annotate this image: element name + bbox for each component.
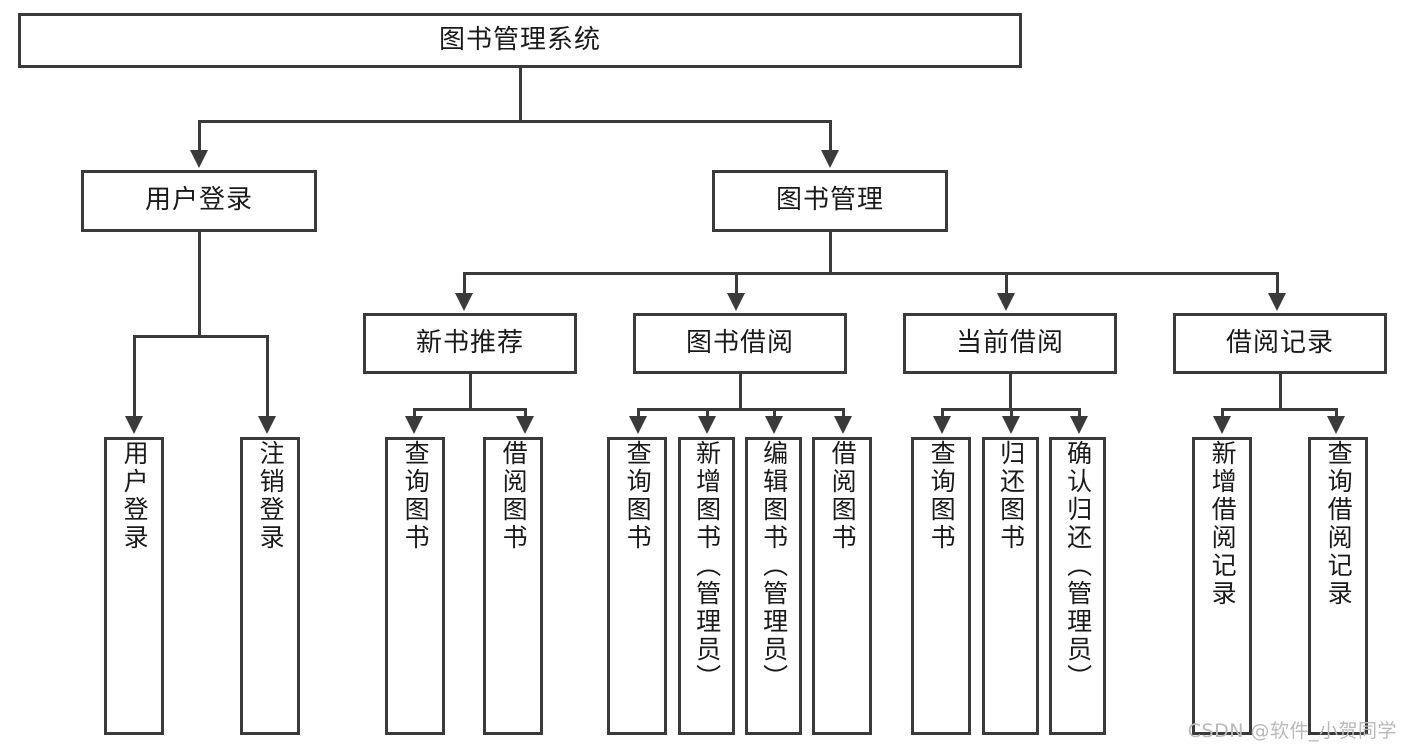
connector-book-management-branch-1 <box>463 272 466 296</box>
connector-user-login-branch-1 <box>133 335 136 419</box>
leaf-borrow-book[interactable]: 借阅图书 <box>812 437 872 735</box>
connector-borrow-record-bus <box>1221 408 1338 411</box>
arrowhead-book-borrow-branch-3 <box>765 416 783 434</box>
leaf-add-borrow-record[interactable]: 新增借阅记录 <box>1192 437 1252 735</box>
connector-current-borrow-stem <box>1009 374 1012 408</box>
node-label: 查询借阅记录 <box>1324 440 1354 608</box>
node-label: 新增图书（管理员） <box>692 440 722 692</box>
node-user-login[interactable]: 用户登录 <box>81 170 317 232</box>
arrowhead-book-borrow-branch-4 <box>834 416 852 434</box>
node-book-borrow[interactable]: 图书借阅 <box>633 313 847 374</box>
connector-borrow-record-branch-1 <box>1221 408 1224 419</box>
connector-book-borrow-stem <box>739 374 742 408</box>
connector-new-book-branch-2 <box>524 408 527 419</box>
connector-user-login-stem <box>198 232 201 335</box>
connector-borrow-record-stem <box>1279 374 1282 408</box>
arrowhead-current-borrow-branch-3 <box>1070 416 1088 434</box>
leaf-query-book-borrow[interactable]: 查询图书 <box>607 437 667 735</box>
node-root-book-management-system[interactable]: 图书管理系统 <box>18 13 1022 68</box>
connector-user-login-bus <box>133 335 266 338</box>
arrowhead-root-to-user-login <box>190 150 208 168</box>
connector-book-borrow-branch-1 <box>637 408 640 419</box>
leaf-logout[interactable]: 注销登录 <box>240 437 300 735</box>
arrowhead-book-management-branch-4 <box>1268 293 1286 311</box>
arrowhead-book-management-branch-2 <box>727 293 745 311</box>
node-label: 查询图书 <box>401 440 431 552</box>
connector-book-borrow-branch-3 <box>773 408 776 419</box>
node-label: 借阅记录 <box>1225 327 1334 358</box>
node-label: 新增借阅记录 <box>1208 440 1238 608</box>
arrowhead-borrow-record-branch-2 <box>1327 416 1345 434</box>
node-label: 用户登录 <box>144 185 253 216</box>
connector-book-borrow-branch-4 <box>842 408 845 419</box>
watermark-text: CSDN @软件_小贺同学 <box>1187 720 1397 742</box>
connector-book-management-branch-2 <box>735 272 738 296</box>
node-label: 借阅图书 <box>499 440 529 552</box>
node-label: 图书管理系统 <box>438 24 601 55</box>
arrowhead-book-borrow-branch-1 <box>629 416 647 434</box>
node-label: 编辑图书（管理员） <box>759 440 789 692</box>
leaf-edit-book-admin[interactable]: 编辑图书（管理员） <box>745 437 802 735</box>
node-label: 查询图书 <box>927 440 957 552</box>
leaf-return-book[interactable]: 归还图书 <box>982 437 1039 735</box>
leaf-query-book-current[interactable]: 查询图书 <box>911 437 971 735</box>
leaf-user-login[interactable]: 用户登录 <box>104 437 164 735</box>
arrowhead-new-book-branch-1 <box>405 416 423 434</box>
leaf-query-book-recommend[interactable]: 查询图书 <box>385 437 445 735</box>
arrowhead-book-management-branch-1 <box>455 293 473 311</box>
connector-book-management-branch-4 <box>1276 272 1279 296</box>
node-label: 用户登录 <box>120 440 150 552</box>
leaf-confirm-return-admin[interactable]: 确认归还（管理员） <box>1049 437 1106 735</box>
arrowhead-user-login-branch-1 <box>125 416 143 434</box>
arrowhead-root-to-book-management <box>821 150 839 168</box>
arrowhead-current-borrow-branch-1 <box>933 416 951 434</box>
leaf-add-book-admin[interactable]: 新增图书（管理员） <box>678 437 735 735</box>
node-label: 查询图书 <box>623 440 653 552</box>
node-label: 借阅图书 <box>828 440 858 552</box>
connector-new-book-stem <box>469 374 472 408</box>
arrowhead-book-management-branch-3 <box>997 293 1015 311</box>
arrowhead-current-borrow-branch-2 <box>1002 416 1020 434</box>
connector-root-to-book-management <box>829 120 832 153</box>
node-label: 当前借阅 <box>955 327 1064 358</box>
connector-book-borrow-bus <box>637 408 845 411</box>
node-label: 归还图书 <box>996 440 1026 552</box>
connector-root-to-user-login <box>198 120 201 153</box>
connector-current-borrow-branch-3 <box>1078 408 1081 419</box>
connector-book-management-stem <box>829 232 832 272</box>
connector-book-management-bus <box>463 272 1279 275</box>
arrowhead-new-book-branch-2 <box>516 416 534 434</box>
leaf-query-borrow-record[interactable]: 查询借阅记录 <box>1308 437 1368 735</box>
leaf-borrow-book-recommend[interactable]: 借阅图书 <box>483 437 543 735</box>
node-borrow-record[interactable]: 借阅记录 <box>1173 313 1387 374</box>
node-label: 新书推荐 <box>415 327 524 358</box>
node-label: 确认归还（管理员） <box>1063 440 1093 692</box>
node-label: 图书管理 <box>775 185 884 216</box>
connector-borrow-record-branch-2 <box>1335 408 1338 419</box>
connector-book-management-branch-3 <box>1005 272 1008 296</box>
node-label: 注销登录 <box>256 440 286 552</box>
connector-root-stem <box>519 68 522 120</box>
node-current-borrow[interactable]: 当前借阅 <box>903 313 1117 374</box>
connector-book-borrow-branch-2 <box>706 408 709 419</box>
connector-root-bus <box>198 120 831 123</box>
arrowhead-user-login-branch-2 <box>258 416 276 434</box>
node-label: 图书借阅 <box>685 327 794 358</box>
connector-current-borrow-branch-1 <box>941 408 944 419</box>
node-book-management[interactable]: 图书管理 <box>712 170 948 232</box>
connector-new-book-bus <box>413 408 527 411</box>
node-new-book-recommend[interactable]: 新书推荐 <box>363 313 577 374</box>
arrowhead-book-borrow-branch-2 <box>698 416 716 434</box>
arrowhead-borrow-record-branch-1 <box>1213 416 1231 434</box>
connector-new-book-branch-1 <box>413 408 416 419</box>
connector-current-borrow-branch-2 <box>1010 408 1013 419</box>
connector-user-login-branch-2 <box>266 335 269 419</box>
